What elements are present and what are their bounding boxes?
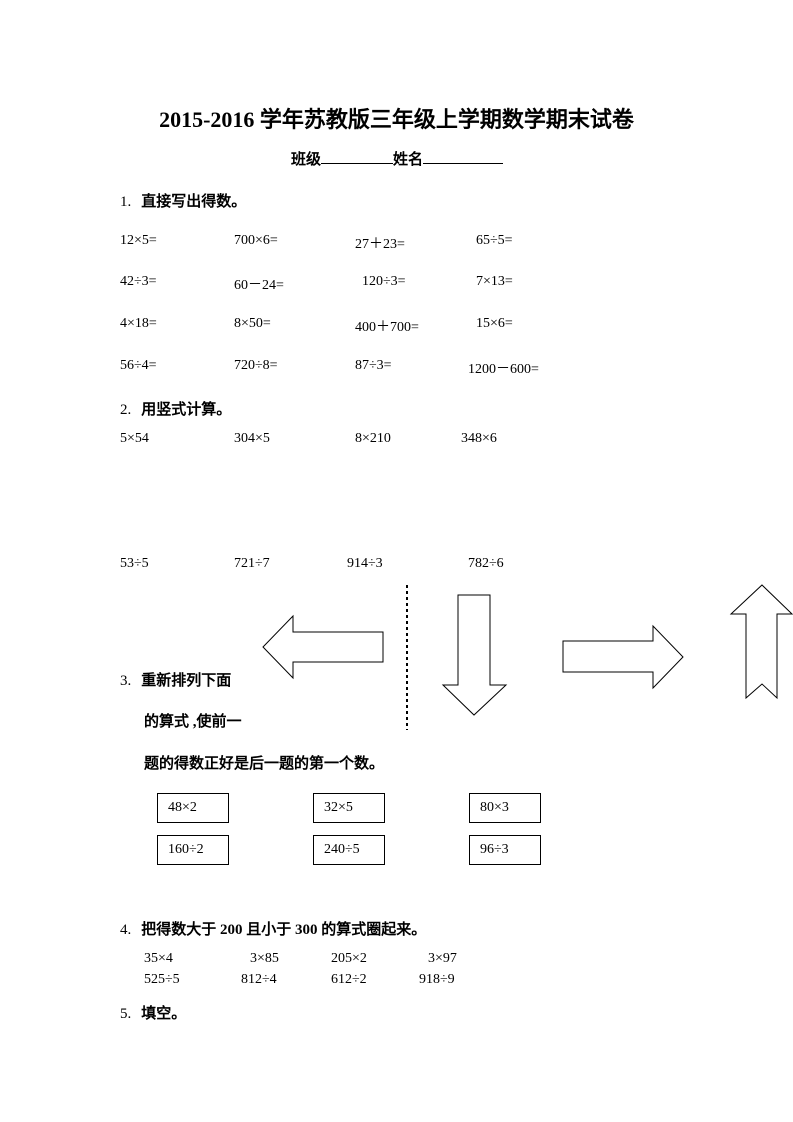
expression[interactable]: 35×4 — [144, 951, 173, 966]
expression[interactable]: 3×85 — [250, 951, 279, 966]
expression-box[interactable]: 48×2 — [157, 793, 229, 823]
expression: 721÷7 — [234, 556, 270, 571]
expression[interactable]: 205×2 — [331, 951, 367, 966]
page-title: 2015-2016 学年苏教版三年级上学期数学期末试卷 — [159, 107, 634, 132]
expression: 120÷3= — [362, 274, 406, 289]
down-arrow-icon — [441, 594, 508, 716]
expression: 5×54 — [120, 431, 149, 446]
question-1-heading: 1. 直接写出得数。 — [120, 190, 246, 211]
expression: 87÷3= — [355, 358, 392, 373]
question-3-heading: 3. 重新排列下面 — [120, 669, 231, 690]
expression: 15×6= — [476, 316, 513, 331]
expression-box[interactable]: 160÷2 — [157, 835, 229, 865]
class-blank[interactable] — [321, 149, 394, 164]
student-info: 班级 姓名 — [291, 148, 504, 169]
expression: 56÷4= — [120, 358, 157, 373]
expression: 782÷6 — [468, 556, 504, 571]
question-number: 4. — [120, 922, 132, 938]
expression: 53÷5 — [120, 556, 149, 571]
expression: 8×50= — [234, 316, 271, 331]
name-blank[interactable] — [423, 149, 504, 164]
expression-box[interactable]: 240÷5 — [313, 835, 385, 865]
question-3-line2: 的算式 ,使前一 — [144, 714, 242, 730]
expression-box[interactable]: 32×5 — [313, 793, 385, 823]
expression: 7×13= — [476, 274, 513, 289]
class-label: 班级 — [291, 152, 322, 168]
expression: 42÷3= — [120, 274, 157, 289]
expression[interactable]: 918÷9 — [419, 972, 455, 987]
expression: 8×210 — [355, 431, 391, 446]
expression: 700×6= — [234, 233, 278, 248]
question-number: 2. — [120, 402, 132, 418]
expression: 304×5 — [234, 431, 270, 446]
expression: 60－24= — [234, 278, 284, 293]
question-4-heading: 4. 把得数大于 200 且小于 300 的算式圈起来。 — [120, 918, 426, 939]
question-text: 填空。 — [141, 1006, 187, 1022]
expression-box[interactable]: 96÷3 — [469, 835, 541, 865]
question-2-heading: 2. 用竖式计算。 — [120, 398, 231, 419]
up-arrow-icon — [729, 584, 793, 700]
question-3-line3: 题的得数正好是后一题的第一个数。 — [144, 756, 385, 772]
expression: 27＋23= — [355, 237, 405, 252]
name-label: 姓名 — [393, 152, 424, 168]
expression: 400＋700= — [355, 320, 419, 335]
left-arrow-icon — [262, 614, 384, 680]
expression-box[interactable]: 80×3 — [469, 793, 541, 823]
question-text: 用竖式计算。 — [141, 402, 232, 418]
question-number: 1. — [120, 194, 132, 210]
right-arrow-icon — [562, 624, 684, 690]
question-5-heading: 5. 填空。 — [120, 1002, 186, 1023]
expression: 12×5= — [120, 233, 157, 248]
expression[interactable]: 3×97 — [428, 951, 457, 966]
expression: 720÷8= — [234, 358, 278, 373]
question-number: 5. — [120, 1006, 132, 1022]
expression: 65÷5= — [476, 233, 513, 248]
expression: 914÷3 — [347, 556, 383, 571]
question-text: 把得数大于 200 且小于 300 的算式圈起来。 — [141, 922, 427, 938]
expression[interactable]: 812÷4 — [241, 972, 277, 987]
expression: 1200－600= — [468, 362, 539, 377]
question-text: 直接写出得数。 — [141, 194, 247, 210]
expression[interactable]: 612÷2 — [331, 972, 367, 987]
question-number: 3. — [120, 673, 132, 689]
expression: 348×6 — [461, 431, 497, 446]
expression: 4×18= — [120, 316, 157, 331]
expression[interactable]: 525÷5 — [144, 972, 180, 987]
question-text: 重新排列下面 — [141, 673, 232, 689]
